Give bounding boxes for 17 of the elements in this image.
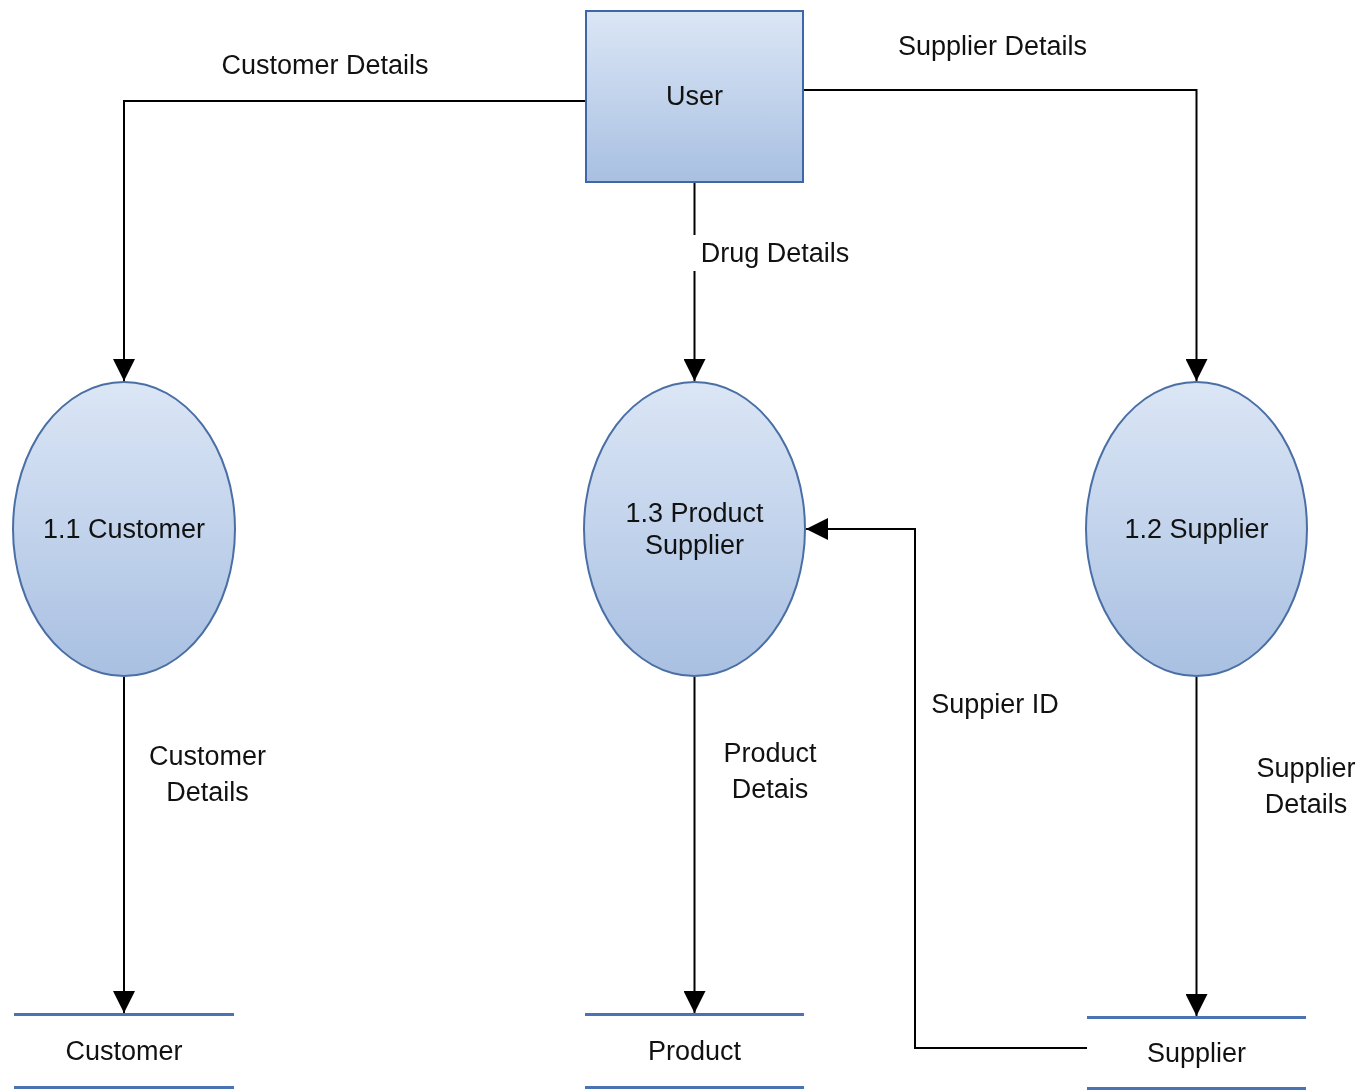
- arrow: [803, 89, 1208, 382]
- data-store: [1087, 1016, 1306, 1090]
- node-label: User: [666, 80, 723, 113]
- arrow: [683, 676, 706, 1014]
- node-label: Customer: [65, 1034, 183, 1068]
- data-store: [14, 1013, 234, 1089]
- arrow: [113, 100, 586, 382]
- node-label: 1.3 Product Supplier: [624, 496, 765, 562]
- arrow: [805, 518, 1088, 1049]
- node-label: 1.2 Supplier: [1124, 512, 1269, 546]
- node-label: Product: [647, 1034, 742, 1068]
- node-label: 1.1 Customer: [42, 512, 206, 546]
- node-label: Supplier: [1146, 1036, 1247, 1070]
- arrow: [113, 676, 135, 1014]
- external-entity-box: [585, 10, 804, 183]
- arrow: [1185, 676, 1208, 1017]
- data-store: [585, 1013, 804, 1089]
